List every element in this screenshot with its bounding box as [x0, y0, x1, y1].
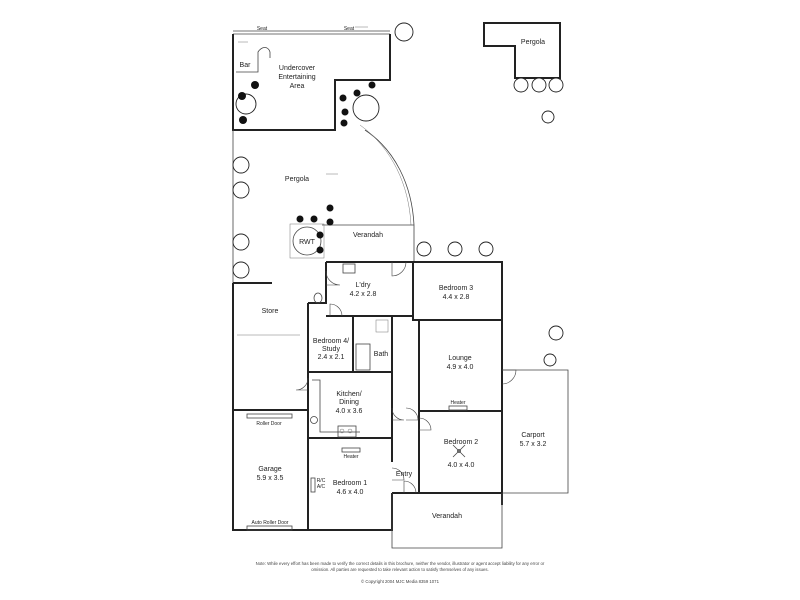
bedroom3-name: Bedroom 3 — [439, 285, 473, 292]
outdoor-area — [232, 26, 415, 410]
lounge-size: 4.9 x 4.0 — [447, 364, 474, 371]
kitchen-name-1: Kitchen/ — [336, 391, 361, 398]
bedroom2-size: 4.0 x 4.0 — [448, 462, 475, 469]
lounge-name: Lounge — [448, 355, 471, 362]
laundry-name: L'dry — [356, 282, 371, 289]
top-pergola-label: Pergola — [521, 39, 545, 46]
kitchen-size: 4.0 x 3.6 — [336, 408, 363, 415]
seat-left-label: Seat — [257, 26, 268, 32]
verandah-top-label: Verandah — [353, 232, 383, 239]
bedroom2-name: Bedroom 2 — [444, 439, 478, 446]
kitchen-name-2: Dining — [339, 399, 359, 406]
bedroom1-name: Bedroom 1 — [333, 480, 367, 487]
heater-lounge-label: Heater — [450, 400, 465, 406]
bath-label: Bath — [374, 351, 389, 358]
undercover-label-3: Area — [290, 83, 305, 90]
verandah-bottom-label: Verandah — [432, 513, 462, 520]
bedroom1-size: 4.6 x 4.0 — [337, 489, 364, 496]
doors — [295, 261, 517, 494]
heater-hall-label: Heater — [343, 454, 358, 460]
top-pergola-outline — [483, 22, 561, 79]
auto-roller-door-label: Auto Roller Door — [252, 520, 289, 526]
laundry-size: 4.2 x 2.8 — [350, 291, 377, 298]
garage-name: Garage — [258, 466, 281, 473]
rwt-label: RWT — [299, 239, 316, 246]
carport-name: Carport — [521, 432, 544, 439]
entry-label: Entry — [396, 471, 413, 478]
ac-label: A/C — [317, 484, 326, 490]
copyright-line: © Copyright 2004 MJC Media 8359 1071 — [361, 579, 439, 584]
bedroom3-size: 4.4 x 2.8 — [443, 294, 470, 301]
pergola-label: Pergola — [285, 176, 309, 183]
fixtures — [246, 263, 468, 531]
roller-door-label: Roller Door — [256, 421, 282, 427]
house-walls — [232, 261, 569, 549]
seat-right-label: Seat — [344, 26, 355, 32]
bedroom4-name-1: Bedroom 4/ — [313, 338, 349, 345]
bedroom4-size: 2.4 x 2.1 — [318, 354, 345, 361]
undercover-label-1: Undercover — [279, 65, 316, 72]
bar-label: Bar — [240, 62, 252, 69]
garage-size: 5.9 x 3.5 — [257, 475, 284, 482]
trees — [232, 22, 564, 367]
rc-label: R/C — [317, 478, 326, 484]
undercover-label-2: Entertaining — [278, 74, 315, 81]
store-label: Store — [262, 308, 279, 315]
carport-size: 5.7 x 3.2 — [520, 441, 547, 448]
shrubs — [238, 81, 376, 254]
bedroom4-name-2: Study — [322, 346, 340, 353]
disclaimer-note: Note: While every effort has been made t… — [255, 561, 545, 572]
